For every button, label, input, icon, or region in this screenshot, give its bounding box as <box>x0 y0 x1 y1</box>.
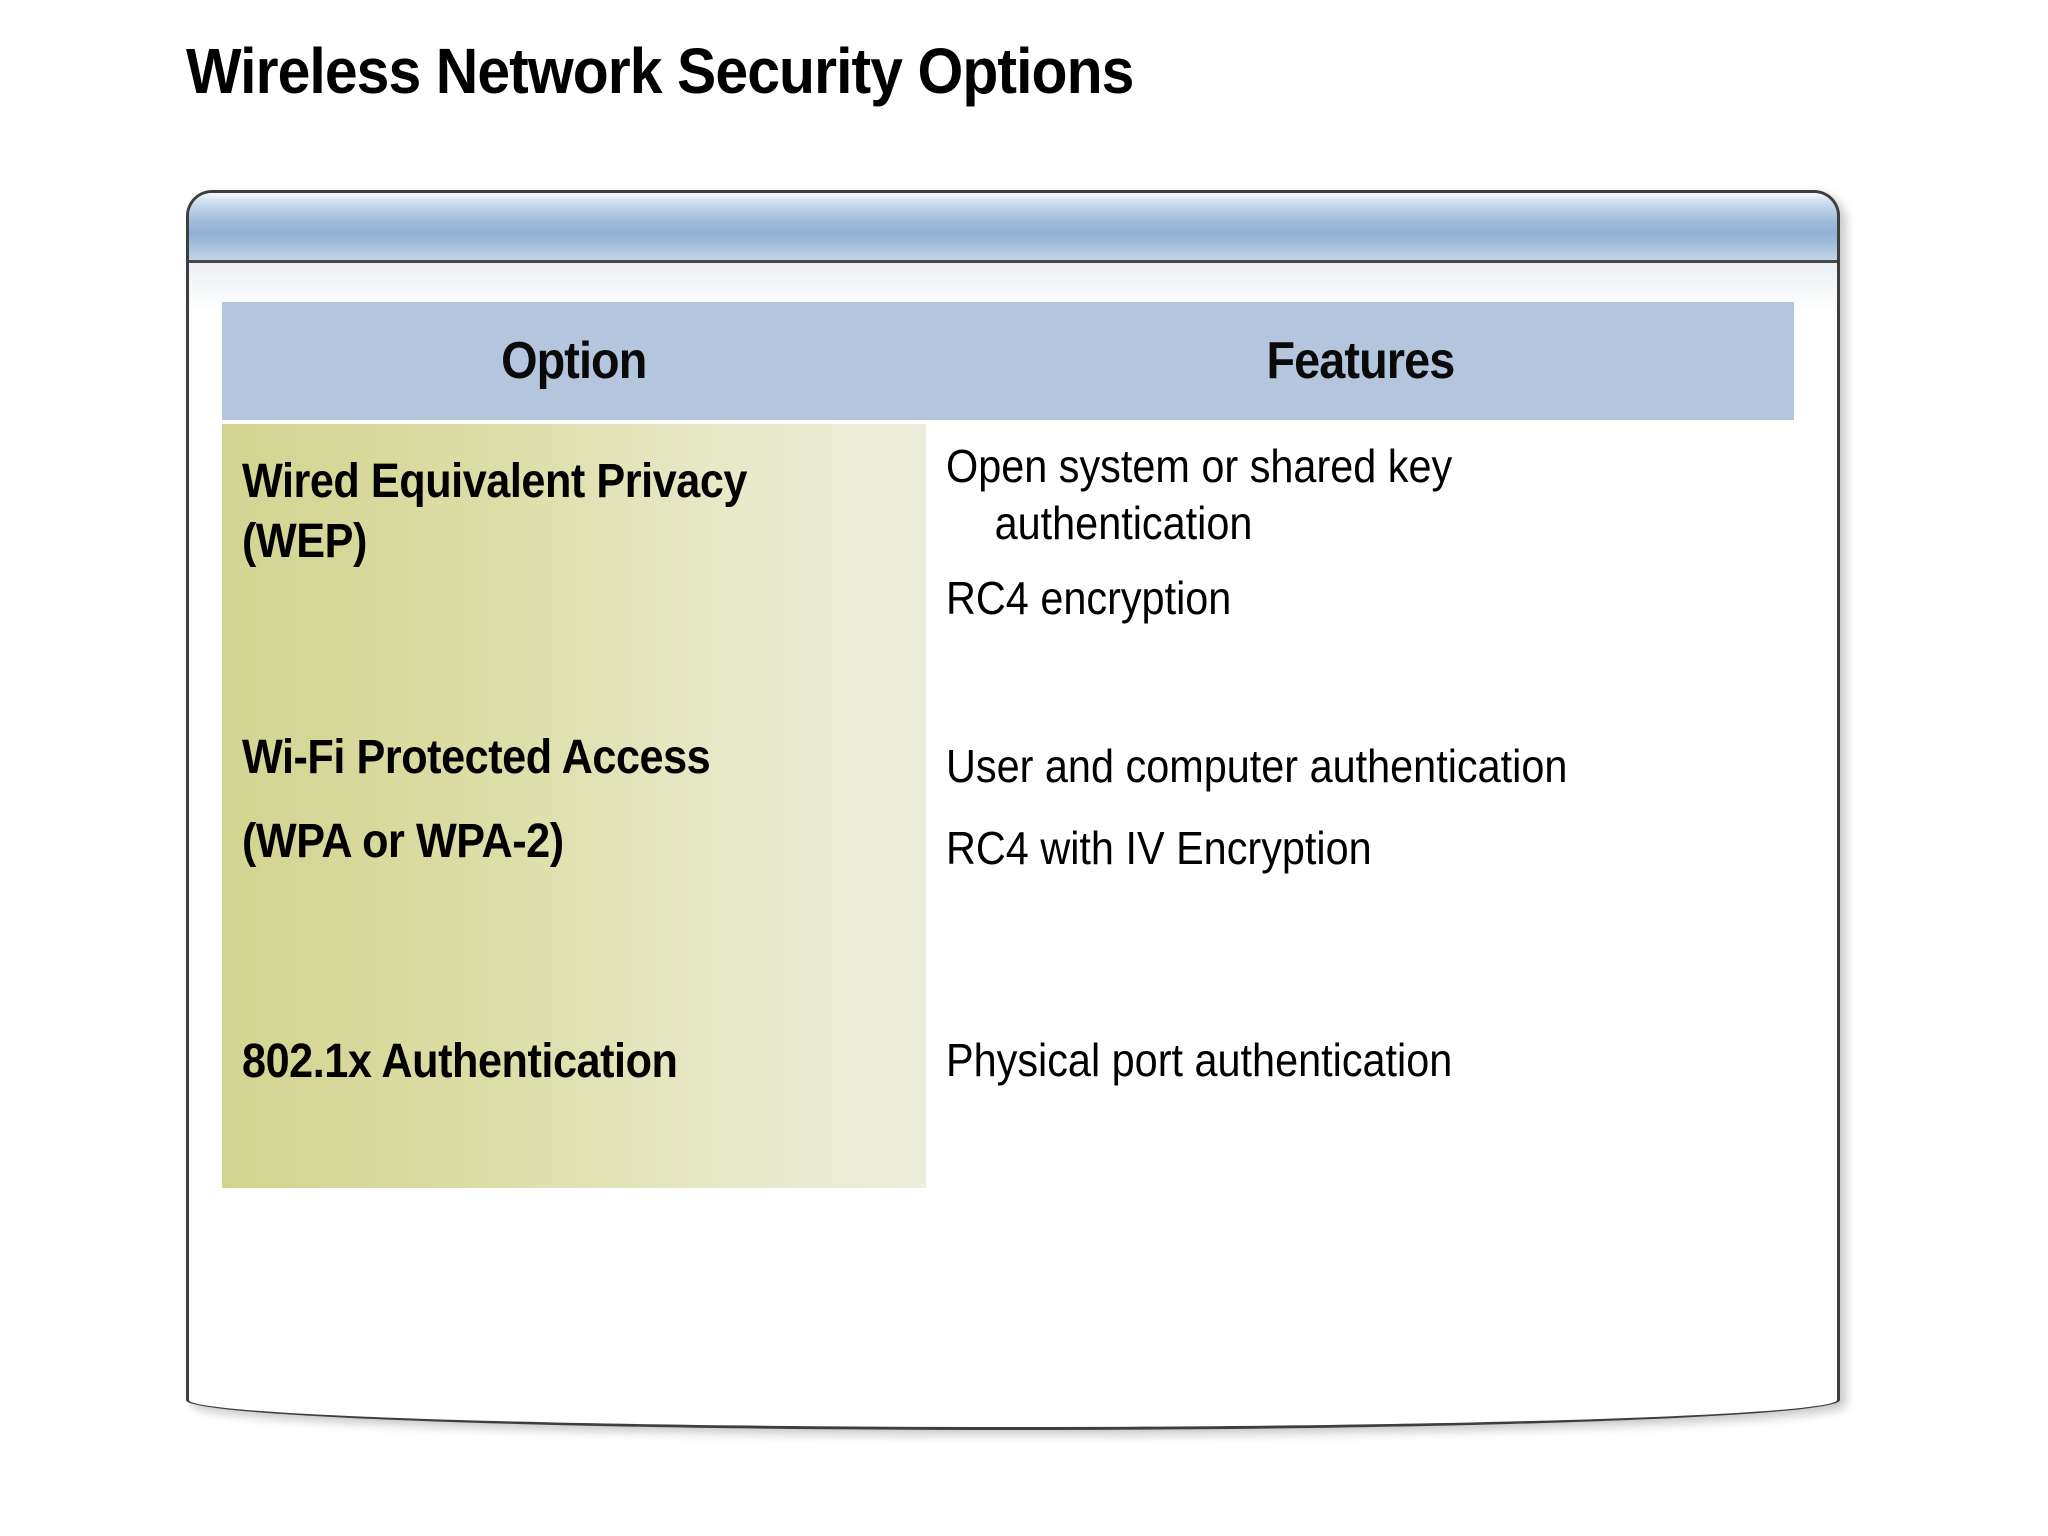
option-column-background <box>222 424 926 1188</box>
option-cell-wpa: Wi-Fi Protected Access <box>242 728 711 788</box>
feature-cell-wep-encryption: RC4 encryption <box>946 570 1231 627</box>
table-header-row: Option Features <box>222 302 1794 420</box>
option-cell-wpa-suffix: (WPA or WPA-2) <box>242 812 564 872</box>
feature-line: RC4 with IV Encryption <box>946 822 1372 874</box>
feature-line: Physical port authentication <box>946 1034 1453 1086</box>
option-line: Wired Equivalent Privacy <box>242 455 748 508</box>
option-line: Wi-Fi Protected Access <box>242 731 711 784</box>
feature-line: authentication <box>994 497 1253 549</box>
option-line: (WPA or WPA-2) <box>242 815 564 868</box>
option-line: (WEP) <box>242 515 367 568</box>
feature-cell-8021x-auth: Physical port authentication <box>946 1032 1452 1089</box>
column-header-option-label: Option <box>501 332 647 390</box>
feature-line: Open system or shared key <box>946 440 1453 492</box>
option-line: 802.1x Authentication <box>242 1035 678 1088</box>
column-header-option: Option <box>222 302 926 420</box>
column-header-features: Features <box>926 302 1794 420</box>
column-header-features-label: Features <box>1266 332 1455 390</box>
feature-cell-wpa-encryption: RC4 with IV Encryption <box>946 820 1372 877</box>
option-cell-wep: Wired Equivalent Privacy (WEP) <box>242 452 747 572</box>
panel-header-bar <box>189 193 1837 263</box>
slide-title: Wireless Network Security Options <box>186 35 1134 107</box>
feature-cell-wep-auth: Open system or shared key authentication <box>946 438 1452 552</box>
option-cell-8021x: 802.1x Authentication <box>242 1032 678 1092</box>
feature-cell-wpa-auth: User and computer authentication <box>946 738 1567 795</box>
feature-line: User and computer authentication <box>946 740 1568 792</box>
feature-line: RC4 encryption <box>946 572 1232 624</box>
